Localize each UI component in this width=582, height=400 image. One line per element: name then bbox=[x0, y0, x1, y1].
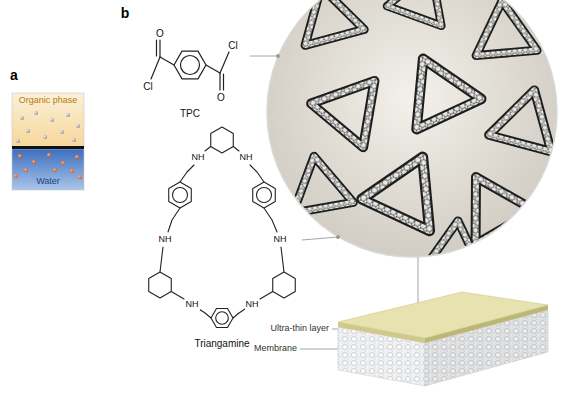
tpc-structure bbox=[151, 40, 229, 90]
atom-label: NH bbox=[185, 300, 200, 310]
atom-label: Cl bbox=[227, 40, 238, 51]
atom-label: NH bbox=[245, 300, 260, 310]
atom-label: NH bbox=[158, 235, 173, 245]
panel-letter: a bbox=[9, 68, 19, 83]
phase-label: Organic phase bbox=[19, 96, 78, 106]
atom-label: NH bbox=[191, 153, 206, 163]
atom-label: O bbox=[216, 92, 226, 103]
leader-lines bbox=[250, 54, 420, 349]
water-band: Water bbox=[12, 149, 84, 190]
membrane-slab bbox=[338, 292, 548, 386]
atom-label: NH bbox=[239, 153, 254, 163]
zoom-circle bbox=[267, 0, 566, 276]
triangamine-structure bbox=[149, 127, 296, 328]
layer-label: Membrane bbox=[253, 344, 298, 354]
panel-letter: b bbox=[120, 6, 131, 21]
atom-label: O bbox=[155, 28, 165, 39]
atom-label: Cl bbox=[142, 81, 153, 92]
interface-box bbox=[12, 93, 84, 190]
compound-name: TPC bbox=[179, 108, 201, 119]
atom-label: NH bbox=[273, 235, 288, 245]
phase-label: Water bbox=[36, 177, 60, 187]
layer-label: Ultra-thin layer bbox=[269, 324, 330, 334]
organic-phase-band: Organic phase bbox=[12, 93, 84, 146]
compound-name: Triangamine bbox=[193, 338, 250, 349]
